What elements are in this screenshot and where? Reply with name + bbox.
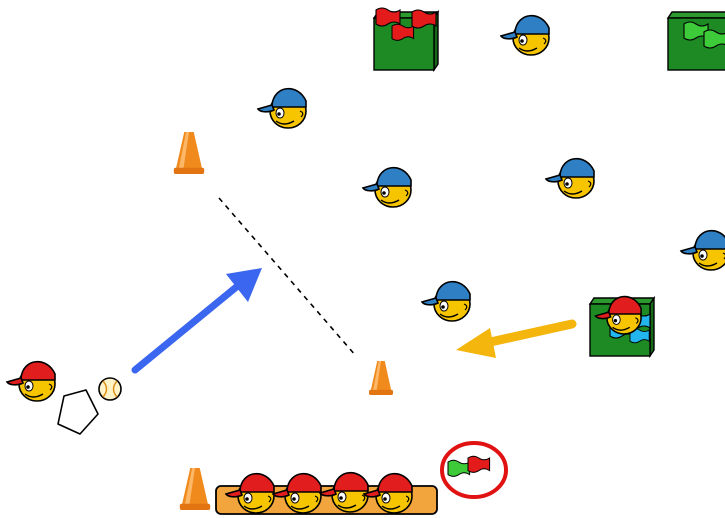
base-top-center (373, 7, 439, 71)
cone-icon-center (369, 361, 393, 395)
home-plate-icon (57, 389, 99, 435)
run-direction-arrow (456, 319, 577, 358)
fielder-icon-6 (421, 280, 471, 322)
fielder-icon-2 (257, 87, 307, 129)
hit-direction-arrow (131, 268, 262, 374)
dashed-line (218, 197, 357, 357)
fielder-icon-5 (680, 229, 725, 271)
fielder-icon-3 (362, 166, 412, 208)
batter-icon (6, 360, 56, 402)
fielder-icon-1 (500, 14, 550, 56)
cone-icon-upper-left (173, 132, 205, 174)
fielder-icon-4 (545, 157, 595, 199)
baseball-icon (98, 377, 122, 401)
red-green-flags-icon (440, 441, 508, 499)
cone-icon-bottom (179, 468, 211, 510)
base-top-right (667, 11, 725, 71)
